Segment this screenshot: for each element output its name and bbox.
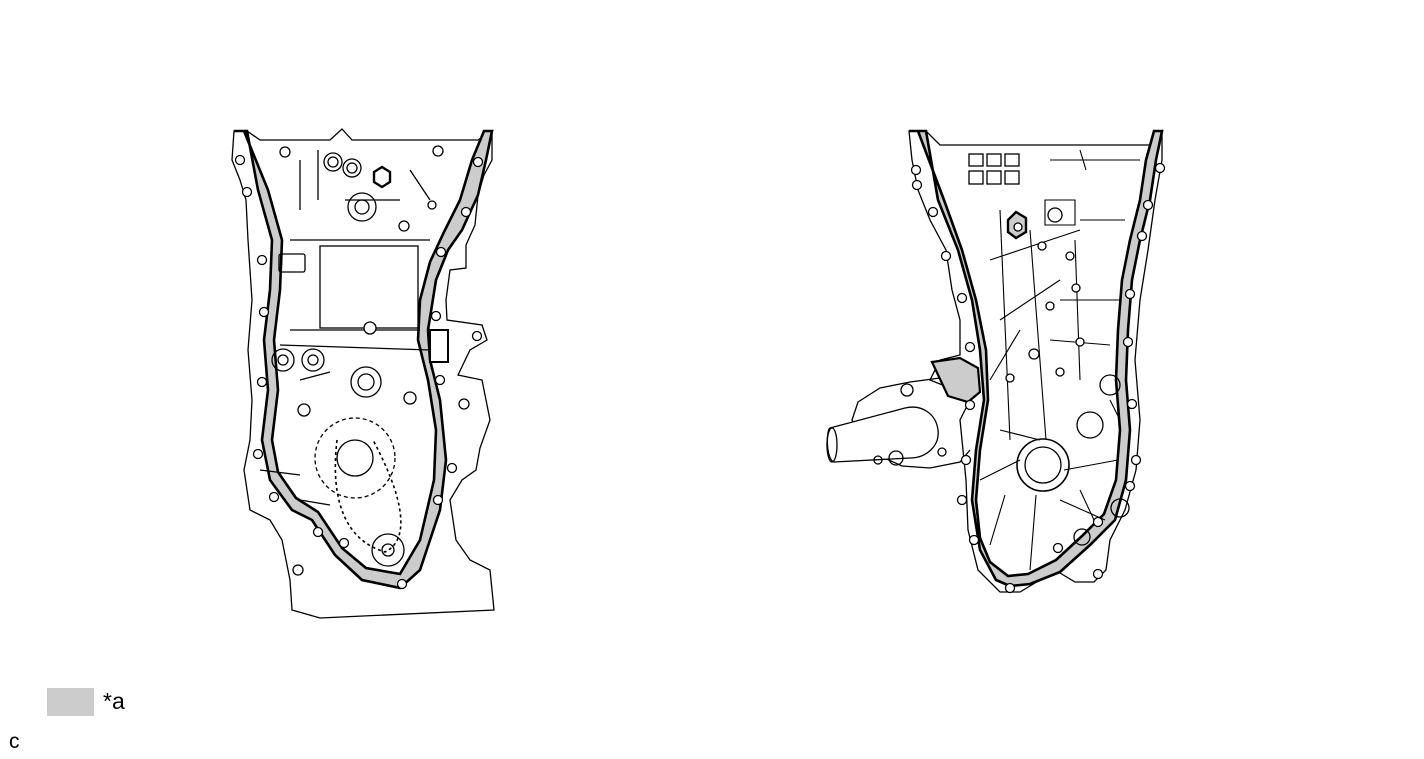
left-boss-e [271, 348, 295, 372]
left-boss-a-inner [354, 199, 370, 215]
right-pump-flange [930, 356, 982, 404]
left-boss-a [347, 192, 377, 222]
right-boss-e [1047, 207, 1063, 223]
left-sealant-band [234, 129, 494, 590]
left-crank-sprocket [371, 533, 405, 567]
left-bracket-pad [429, 329, 449, 363]
right-pump-nut-b [888, 450, 904, 466]
left-crank-hub [381, 543, 395, 557]
right-crank-seal-outer [1016, 438, 1070, 492]
right-boss-a [1099, 374, 1121, 396]
left-sprocket [314, 417, 396, 499]
left-small-window [278, 253, 306, 273]
left-cover-outline [231, 128, 495, 619]
right-inner-ribs [979, 149, 1140, 571]
right-pump-nut-c [873, 455, 883, 465]
left-boss-b-inner [327, 156, 339, 168]
left-boss-c-inner [346, 162, 358, 174]
left-boss-d [350, 366, 382, 398]
left-sprocket-hub [336, 439, 374, 477]
right-pump-inlet-pipe [826, 406, 939, 463]
left-inner-window [319, 245, 419, 329]
left-boss-f-inner [307, 354, 319, 366]
left-nut [372, 165, 392, 189]
left-boss-e-inner [277, 354, 289, 366]
left-boss-d-inner [357, 373, 375, 391]
right-vent-grid [968, 153, 1020, 185]
right-pump-inlet-end [826, 427, 838, 463]
left-cover-view [231, 128, 495, 619]
left-boss-c [342, 158, 362, 178]
right-boss-c [1110, 498, 1130, 518]
left-boss-f [301, 348, 325, 372]
right-cover-view [826, 129, 1166, 594]
left-rib-lines [259, 150, 431, 506]
right-boss-d [1073, 528, 1091, 546]
left-bolt-holes [234, 145, 484, 590]
left-boss-b [323, 152, 343, 172]
left-chain [334, 439, 402, 553]
corner-label: c [9, 730, 20, 753]
right-crank-seal-inner [1024, 446, 1062, 484]
legend-label: *a [103, 688, 125, 714]
right-bolt-holes [910, 162, 1166, 594]
legend-swatch [47, 688, 94, 716]
right-boss-b [1076, 411, 1104, 439]
right-sealant-band [909, 129, 1164, 588]
right-pump-nut-a [900, 383, 914, 397]
